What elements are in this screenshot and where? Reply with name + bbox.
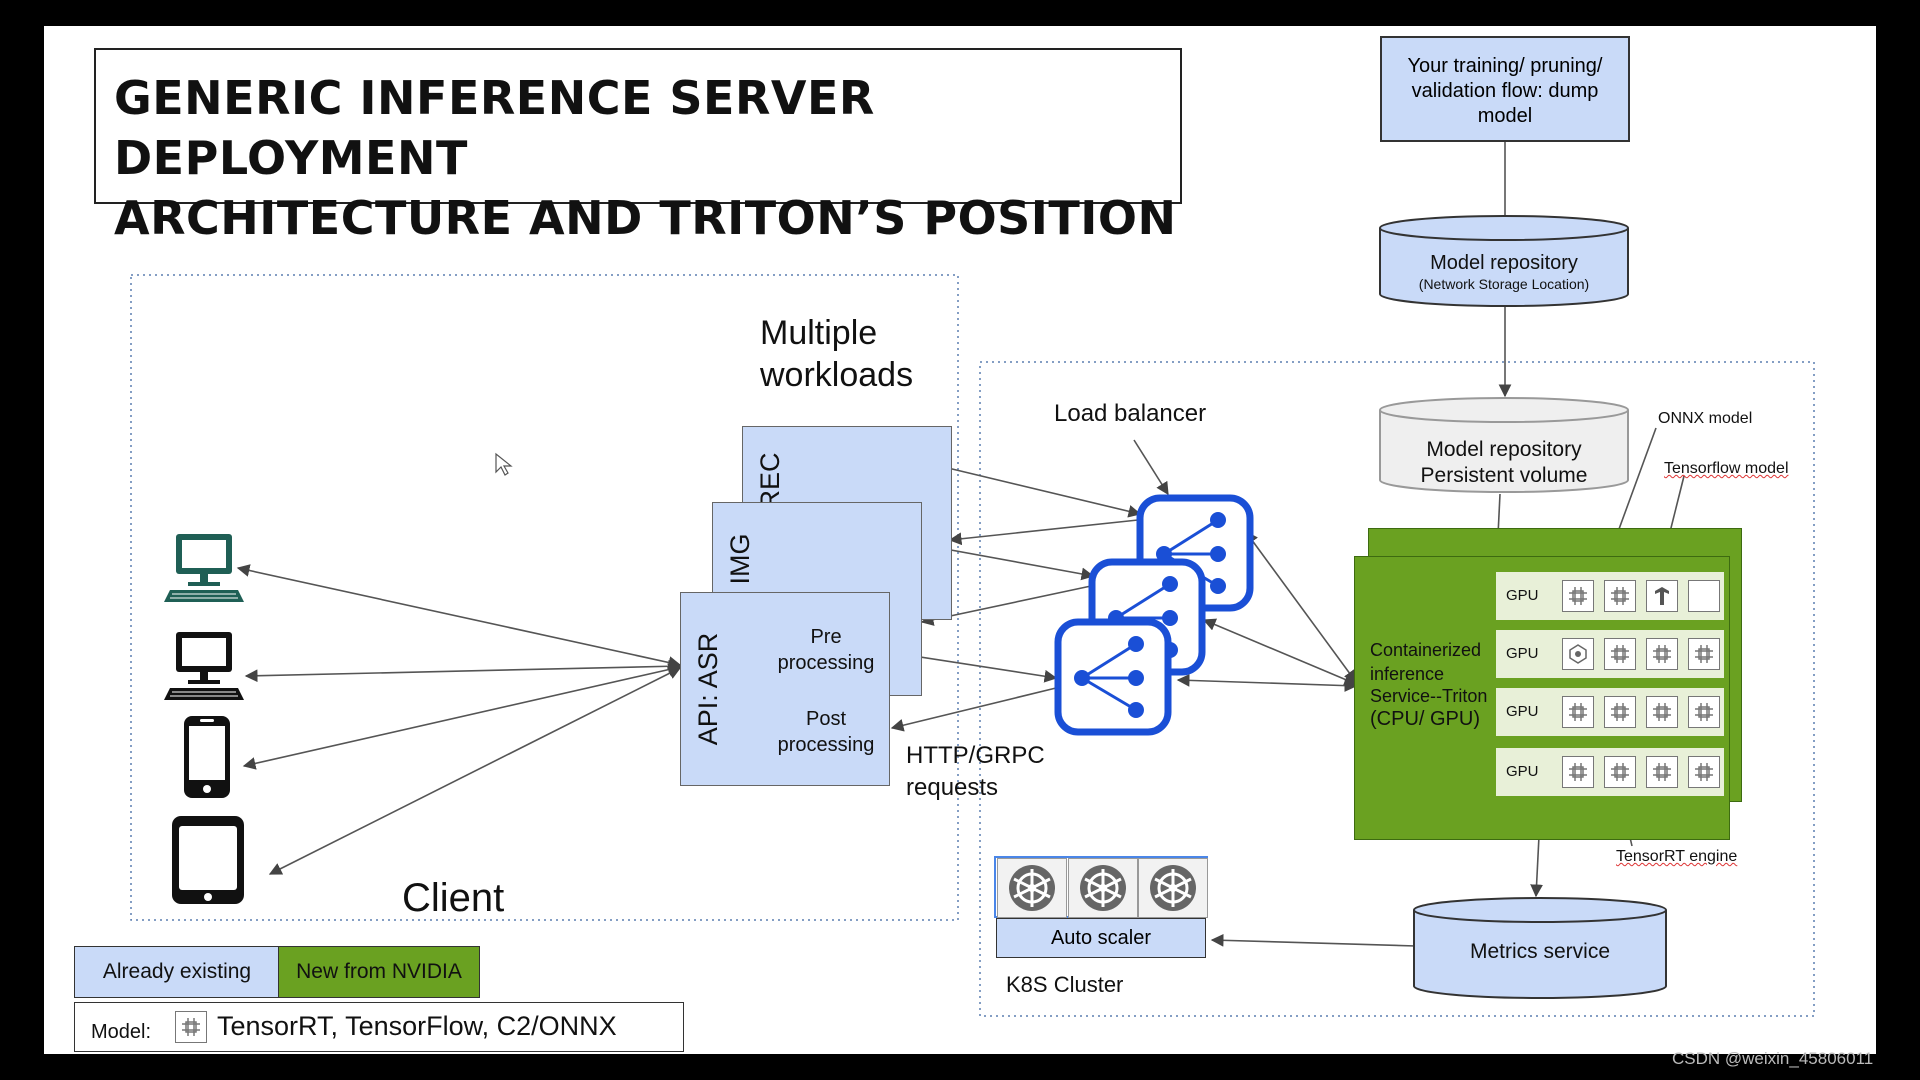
arrow-rec-lb — [947, 467, 1142, 518]
asr-label: API: ASR — [693, 632, 723, 746]
training-flow-line-1: Your training/ pruning/ — [1407, 55, 1603, 77]
training-flow-line-2: validation flow: dump — [1411, 80, 1599, 102]
legend-nvidia-label: New from NVIDIA — [296, 960, 462, 983]
model-repo-pv-cylinder — [1379, 397, 1629, 493]
smartphone-icon — [184, 716, 230, 798]
tensorflow-model-label: Tensorflow model — [1664, 460, 1789, 477]
arrow-lb2-triton — [1202, 618, 1358, 686]
arrow-metrics-autoscaler — [1210, 933, 1417, 947]
legend-model-label: Model: — [91, 1021, 152, 1043]
requests-line-2: requests — [906, 774, 999, 801]
model-repo-pv-line-2: Persistent volume — [1420, 464, 1588, 487]
tensorrt-chip-icon — [1604, 696, 1636, 728]
watermark: CSDN @weixin_45806011 — [1672, 1049, 1874, 1068]
client-group-border — [130, 274, 959, 921]
legend-model-box: Model: TensorRT, TensorFlow, C2/ONNX — [74, 1002, 684, 1052]
arrow-lb1-triton — [1245, 530, 1357, 684]
legend-existing: Already existing — [74, 946, 280, 998]
tensorrt-chip-icon — [1646, 638, 1678, 670]
img-label: IMG — [725, 533, 755, 585]
legend-nvidia: New from NVIDIA — [278, 946, 480, 998]
tensorrt-chip-icon — [1688, 756, 1720, 788]
tensorflow-chip-icon — [1646, 580, 1678, 612]
triton-line-3: Service--Triton — [1370, 686, 1488, 706]
pre-processing-line-1: Pre — [810, 626, 842, 648]
tensorrt-chip-icon — [1604, 638, 1636, 670]
gpu-row-2: GPU — [1496, 630, 1724, 678]
tensorrt-chip-icon — [1646, 696, 1678, 728]
title-line-1: GENERIC INFERENCE SERVER DEPLOYMENT — [114, 71, 875, 185]
tensorrt-chip-icon — [1688, 638, 1720, 670]
tensorrt-chip-icon — [1646, 756, 1678, 788]
tensorrt-chip-icon — [1604, 756, 1636, 788]
gpu-row-4: GPU — [1496, 748, 1724, 796]
model-repo-storage-subtitle: (Network Storage Location) — [1418, 276, 1590, 292]
pre-processing-line-2: processing — [777, 652, 875, 674]
autoscaler-label: Auto scaler — [1050, 927, 1152, 949]
gpu-label-3: GPU — [1506, 703, 1539, 720]
triton-line-4: (CPU/ GPU) — [1370, 708, 1480, 730]
tensorrt-chip-icon — [1562, 756, 1594, 788]
arrow-desktop1-asr — [236, 564, 682, 669]
tensorrt-chip-icon — [1688, 696, 1720, 728]
arrow-lb3-triton — [1176, 673, 1358, 693]
post-processing-line-2: processing — [777, 734, 875, 756]
k8s-icons-row — [994, 856, 1208, 918]
workloads-label-line-2: workloads — [760, 356, 914, 394]
client-label: Client — [402, 876, 505, 920]
arrow-lb-asr — [890, 687, 1057, 732]
mouse-cursor-icon — [495, 452, 513, 476]
kubernetes-wheel-icon — [997, 858, 1067, 918]
gpu-label-4: GPU — [1506, 763, 1539, 780]
arrow-phone-asr — [242, 663, 682, 770]
arrow-tablet-asr — [268, 667, 682, 875]
requests-line-1: HTTP/GRPC — [906, 742, 1045, 769]
legend-model-types: TensorRT, TensorFlow, C2/ONNX — [217, 1011, 617, 1041]
gpu-row-1: GPU — [1496, 572, 1724, 620]
triton-line-1: Containerized — [1370, 640, 1482, 660]
empty-slot-icon — [1688, 580, 1720, 612]
gpu-label-2: GPU — [1506, 645, 1539, 662]
slide-title: GENERIC INFERENCE SERVER DEPLOYMENT ARCH… — [94, 48, 1182, 245]
triton-line-2: inference — [1370, 664, 1445, 684]
desktop-computer-icon — [164, 534, 244, 602]
model-repo-pv-line-1: Model repository — [1426, 438, 1582, 461]
tensorrt-chip-icon — [1604, 580, 1636, 612]
title-line-2: ARCHITECTURE AND TRITON’S POSITION — [114, 191, 1177, 245]
autoscaler-box: Auto scaler — [996, 918, 1206, 958]
kubernetes-wheel-icon — [1138, 858, 1208, 918]
workloads-label-line-1: Multiple — [760, 314, 878, 352]
kubernetes-wheel-icon — [1068, 858, 1138, 918]
asr-workload-card — [680, 592, 890, 786]
tensorrt-chip-icon — [1562, 580, 1594, 612]
metrics-service-cylinder — [1413, 897, 1667, 999]
training-flow-line-3: model — [1477, 105, 1533, 127]
load-balancer-label: Load balancer — [1054, 400, 1207, 427]
model-repo-storage-title: Model repository — [1430, 252, 1578, 274]
k8s-cluster-label: K8S Cluster — [1006, 972, 1124, 997]
tensorrt-engine-label: TensorRT engine — [1616, 848, 1738, 865]
arrow-lb-label — [1133, 439, 1169, 496]
post-processing-line-1: Post — [805, 708, 847, 730]
slide: GENERIC INFERENCE SERVER DEPLOYMENT ARCH… — [44, 26, 1876, 1054]
load-balancer-icon — [1054, 618, 1172, 736]
arrow-desktop2-asr — [244, 659, 682, 683]
tensorrt-chip-icon — [1562, 696, 1594, 728]
legend-existing-label: Already existing — [102, 960, 252, 983]
tablet-icon — [172, 816, 244, 904]
gpu-row-3: GPU — [1496, 688, 1724, 736]
metrics-service-label: Metrics service — [1469, 940, 1611, 963]
onnx-model-label: ONNX model — [1658, 410, 1753, 427]
tensorrt-chip-icon — [175, 1011, 207, 1043]
model-repo-storage-cylinder — [1379, 215, 1629, 307]
onnx-chip-icon — [1562, 638, 1594, 670]
arrow-lb-rec — [948, 519, 1139, 546]
desktop-computer-icon — [164, 632, 244, 700]
gpu-label-1: GPU — [1506, 587, 1539, 604]
training-flow-box: Your training/ pruning/ validation flow:… — [1380, 36, 1630, 142]
